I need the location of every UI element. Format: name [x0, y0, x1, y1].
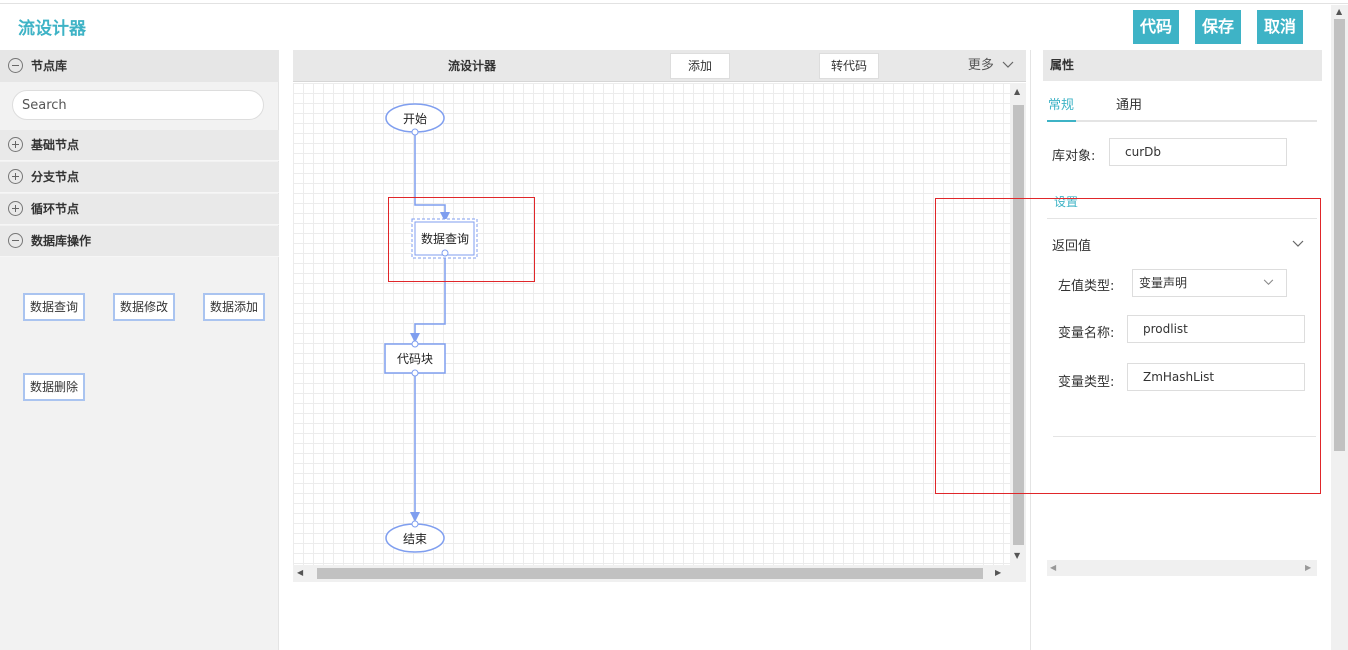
node-start-label: 开始	[403, 112, 427, 126]
code-button[interactable]: 代码	[1133, 10, 1179, 44]
scroll-right-arrow-icon[interactable]: ▶	[995, 568, 1002, 577]
node-end-label: 结束	[403, 532, 427, 546]
plus-circle-icon	[8, 201, 23, 216]
minus-circle-icon	[8, 233, 23, 248]
tab-common[interactable]: 通用	[1116, 98, 1143, 113]
more-label: 更多	[967, 58, 994, 73]
chevron-down-icon[interactable]	[1292, 240, 1304, 248]
library-object-field[interactable]: curDb	[1109, 138, 1287, 166]
node-query-label: 数据查询	[421, 231, 469, 246]
category-basic-nodes[interactable]: 基础节点	[0, 130, 279, 161]
minus-circle-icon	[8, 58, 23, 73]
save-button[interactable]: 保存	[1195, 10, 1241, 44]
canvas-toolbar: 流设计器 添加 转代码 更多	[293, 50, 1026, 82]
category-label: 基础节点	[31, 138, 80, 152]
scroll-down-arrow-icon[interactable]: ▼	[1014, 551, 1021, 560]
category-branch-nodes[interactable]: 分支节点	[0, 162, 279, 193]
page-vertical-scrollbar[interactable]: ▲	[1331, 5, 1348, 650]
properties-header: 属性	[1043, 50, 1322, 81]
category-label: 分支节点	[31, 170, 80, 184]
flow-diagram: 开始 数据查询 代码块 结束	[384, 103, 478, 553]
category-database-ops[interactable]: 数据库操作	[0, 226, 279, 257]
node-query[interactable]: 数据查询	[411, 218, 478, 259]
palette-node-query[interactable]: 数据查询	[23, 293, 85, 321]
cancel-button[interactable]: 取消	[1257, 10, 1303, 44]
scroll-up-arrow-icon[interactable]: ▲	[1014, 87, 1021, 96]
horizontal-scroll-thumb[interactable]	[317, 568, 983, 579]
tab-general[interactable]: 常规	[1048, 98, 1075, 113]
category-loop-nodes[interactable]: 循环节点	[0, 194, 279, 225]
canvas-grid[interactable]: 开始 数据查询 代码块 结束	[293, 83, 1010, 565]
scroll-right-arrow-icon[interactable]: ▶	[1305, 563, 1312, 572]
scroll-left-arrow-icon[interactable]: ◀	[297, 568, 304, 577]
app-title: 流设计器	[18, 19, 86, 39]
node-code-block-label: 代码块	[397, 352, 433, 366]
top-border	[0, 0, 1348, 4]
canvas-title: 流设计器	[448, 59, 497, 73]
category-label: 循环节点	[31, 202, 80, 216]
node-start[interactable]: 开始	[385, 103, 445, 136]
category-label: 数据库操作	[31, 234, 92, 248]
settings-title: 设置	[1054, 195, 1079, 209]
left-type-value: 变量声明	[1139, 276, 1188, 290]
more-menu[interactable]: 更多	[968, 50, 1014, 82]
settings-divider	[1047, 218, 1317, 219]
left-type-label: 左值类型:	[1058, 279, 1115, 294]
return-value-divider	[1053, 436, 1316, 437]
edge-start-query	[414, 133, 450, 222]
var-type-field[interactable]: ZmHashList	[1127, 363, 1305, 391]
add-button[interactable]: 添加	[670, 53, 730, 79]
node-library-title: 节点库	[31, 59, 68, 73]
var-name-label: 变量名称:	[1058, 326, 1115, 341]
page-scroll-thumb[interactable]	[1334, 19, 1345, 451]
scroll-left-arrow-icon[interactable]: ◀	[1050, 563, 1057, 572]
flow-canvas-panel: 流设计器 添加 转代码 更多 开始	[293, 50, 1026, 584]
vertical-scroll-thumb[interactable]	[1013, 105, 1024, 545]
tab-active-indicator	[1047, 120, 1076, 122]
palette-node-delete[interactable]: 数据删除	[23, 373, 85, 401]
palette-node-update[interactable]: 数据修改	[113, 293, 175, 321]
return-value-title[interactable]: 返回值	[1052, 239, 1092, 254]
node-end[interactable]: 结束	[385, 520, 445, 553]
tab-divider	[1047, 120, 1317, 122]
palette-node-insert[interactable]: 数据添加	[203, 293, 265, 321]
plus-circle-icon	[8, 169, 23, 184]
library-object-label: 库对象:	[1052, 149, 1096, 164]
edge-query-code	[410, 253, 446, 343]
var-name-field[interactable]: prodlist	[1127, 315, 1305, 343]
convert-code-button[interactable]: 转代码	[819, 53, 879, 79]
node-library-panel: 节点库 基础节点 分支节点 循环节点 数据库操作 数据查询 数据修改 数据添加 …	[0, 50, 279, 650]
node-code-block[interactable]: 代码块	[384, 340, 446, 377]
chevron-down-icon	[1002, 61, 1014, 68]
properties-panel: 属性 常规 通用 库对象: curDb 设置 返回值 左值类型: 变量声明 变量…	[1030, 50, 1330, 650]
properties-horizontal-scrollbar[interactable]: ◀ ▶	[1047, 560, 1317, 576]
canvas-vertical-scrollbar[interactable]: ▲ ▼	[1010, 83, 1026, 565]
chevron-down-icon	[1263, 279, 1274, 285]
canvas-horizontal-scrollbar[interactable]: ◀ ▶	[293, 565, 1026, 582]
var-type-label: 变量类型:	[1058, 375, 1115, 390]
node-library-header[interactable]: 节点库	[0, 50, 279, 82]
search-input[interactable]	[12, 90, 264, 120]
plus-circle-icon	[8, 137, 23, 152]
scroll-up-arrow-icon[interactable]: ▲	[1336, 7, 1343, 16]
left-type-select[interactable]: 变量声明	[1132, 269, 1287, 297]
